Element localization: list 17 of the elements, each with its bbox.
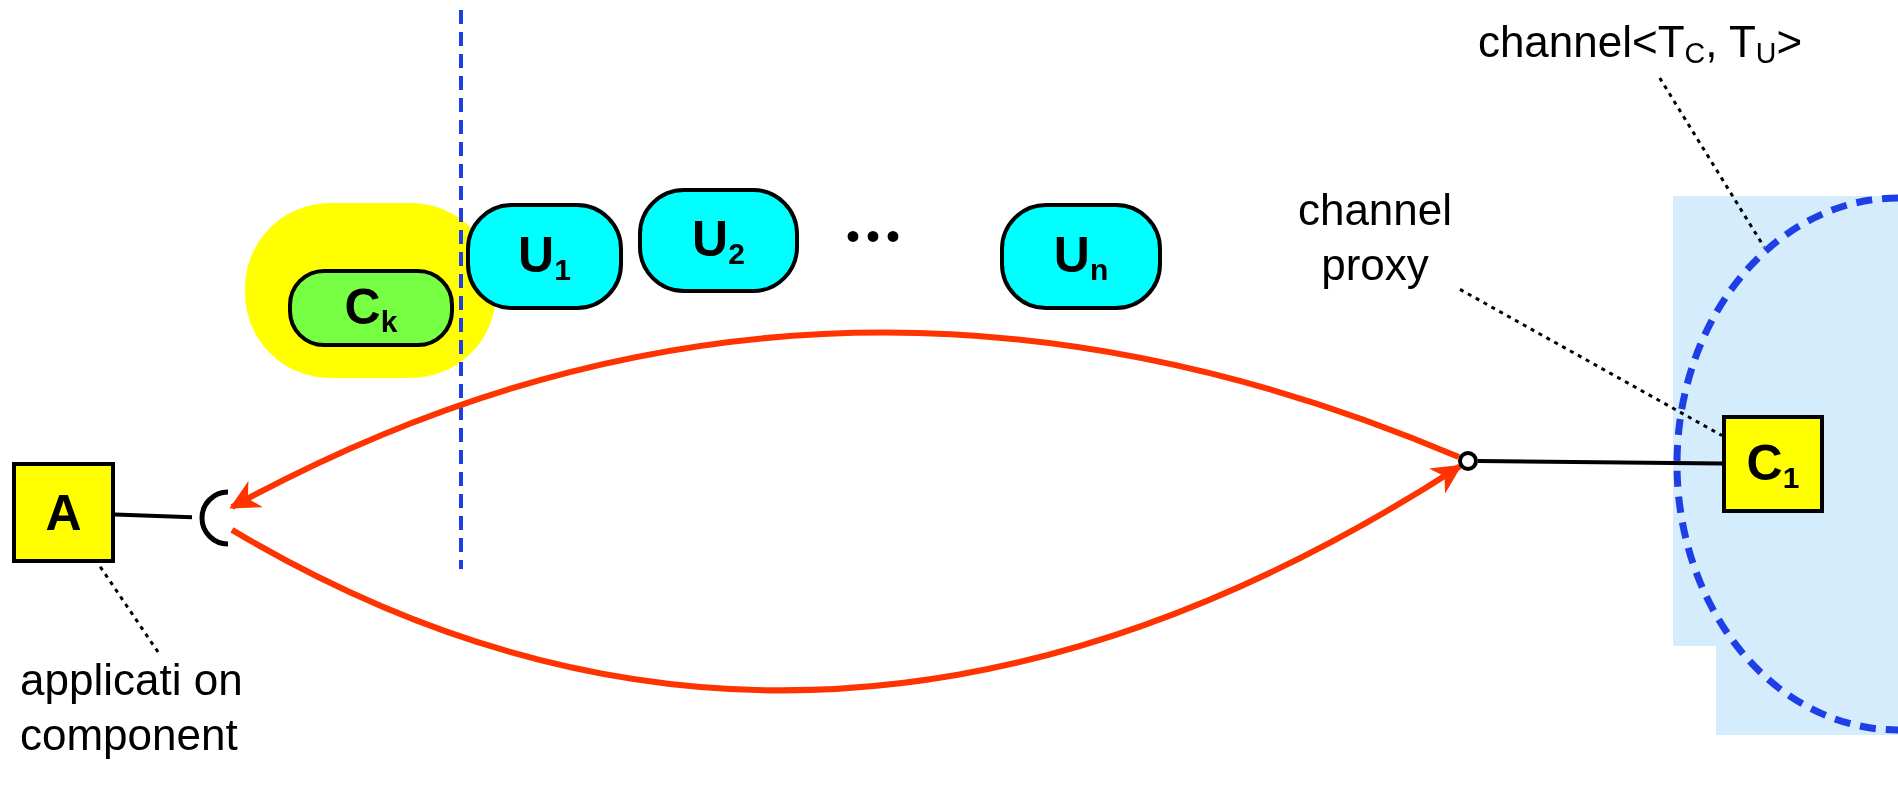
annotation-text: applicati on component — [20, 652, 380, 776]
component-box: U$_{1}$ — [466, 203, 623, 310]
component-box: U$_{2}$ — [638, 188, 799, 293]
component-box: C$_{k}$ — [288, 269, 454, 347]
annotation-text: channel proxy — [1290, 182, 1460, 302]
connector-line — [114, 512, 193, 520]
connector-line — [1477, 459, 1723, 466]
arrow — [230, 463, 1463, 693]
component-box: C$_{1}$ — [1722, 415, 1824, 513]
leader-line — [1658, 77, 1766, 248]
component-box: U$_{n}$ — [1000, 203, 1162, 310]
leader-line — [1459, 288, 1723, 437]
component-box: A — [12, 462, 115, 563]
port-circle — [1458, 451, 1478, 471]
ellipsis-text: ••• — [846, 214, 906, 259]
annotation-text: channel<T$_{C}$, T$_{U}$> — [1430, 14, 1850, 78]
arrow — [229, 330, 1460, 510]
